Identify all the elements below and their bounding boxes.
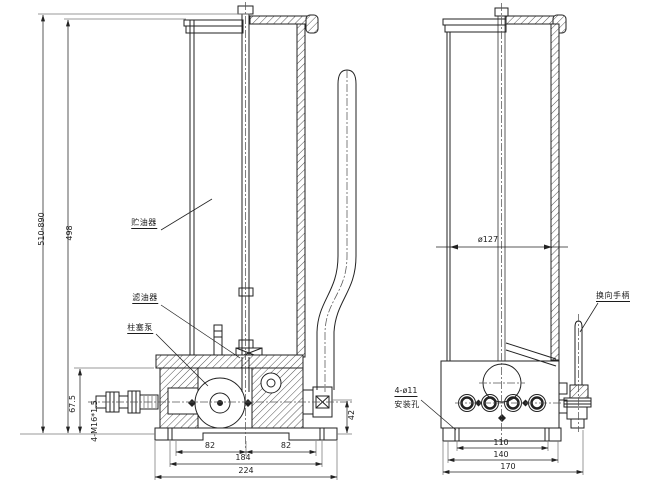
front-view	[88, 2, 357, 448]
dim-tank-height: 498	[65, 225, 74, 241]
dim-hole-spacing: 110	[493, 438, 509, 447]
side-base-block	[440, 360, 562, 442]
side-cover	[505, 14, 567, 367]
label-reversing-handle: 换向手柄	[596, 291, 630, 302]
centerlines-front	[88, 2, 352, 448]
centerlines-side	[455, 3, 579, 445]
hand-lever	[316, 69, 357, 392]
dim-base-span: 184	[235, 453, 251, 462]
outlet-ports	[458, 394, 546, 422]
dim-bolt-span-left: 82	[204, 441, 216, 450]
dim-tank-diameter: ø127	[477, 235, 499, 244]
outer-cover	[249, 14, 319, 358]
base-plate-front	[154, 427, 338, 441]
dim-bolt-span-right: 82	[280, 441, 292, 450]
thread-callout: 4-M16*1.5	[90, 400, 99, 442]
label-plunger-pump: 柱塞泵	[127, 323, 153, 334]
side-dimensions	[420, 244, 599, 475]
side-view	[440, 3, 592, 445]
label-mounting-holes: 安装孔	[394, 400, 420, 409]
oil-reservoir-tank	[183, 19, 244, 357]
reversing-handle-side	[558, 320, 592, 429]
front-dimensions	[20, 13, 352, 480]
dim-base-height: 67.5	[68, 395, 77, 413]
callout-mounting-holes: 4-ø11	[394, 386, 418, 397]
label-oil-filter: 滤油器	[132, 293, 158, 304]
dim-overall-width-front: 224	[238, 466, 254, 475]
dim-overall-height: 510-890	[37, 212, 46, 246]
dim-outlet-height: 42	[347, 409, 356, 421]
side-tank	[442, 7, 509, 361]
dim-base-width-side: 140	[493, 450, 509, 459]
dim-overall-width-side: 170	[500, 462, 516, 471]
pump-body	[155, 324, 304, 429]
label-oil-reservoir: 贮油器	[131, 218, 157, 229]
